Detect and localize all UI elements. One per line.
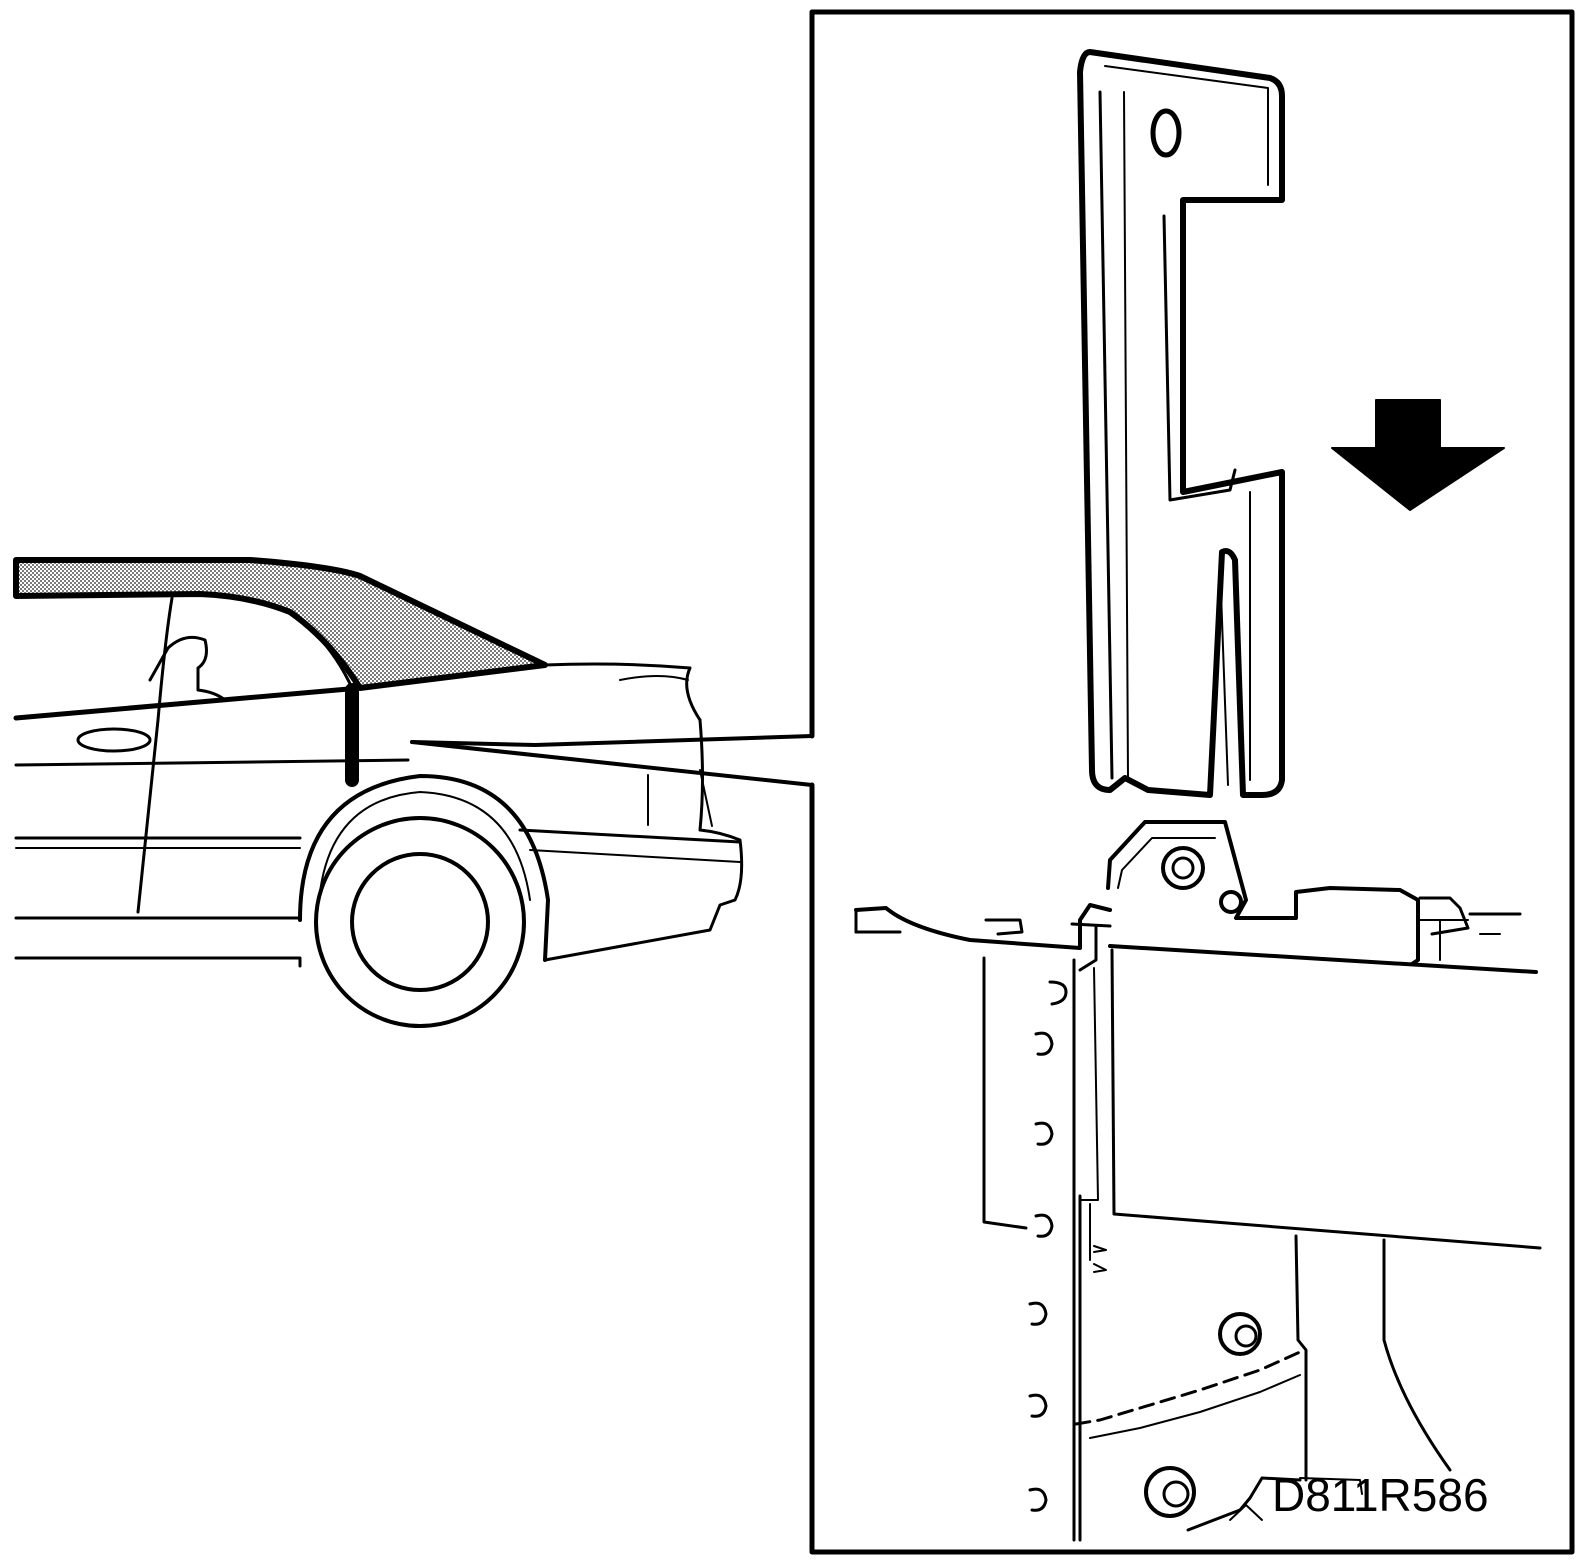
belt-line	[13, 685, 363, 721]
door-handle	[76, 727, 152, 753]
clip-row	[1028, 980, 1068, 1512]
hinge-bracket	[1106, 820, 1420, 966]
wheel-rim	[350, 852, 490, 992]
deck-surface	[854, 903, 1112, 950]
trunk-lid	[358, 662, 702, 722]
car-side-view	[13, 557, 814, 1028]
door-edge	[136, 596, 174, 914]
tool-hole	[1150, 108, 1182, 158]
panel-front	[1110, 948, 1542, 1250]
callout-lower	[410, 740, 814, 787]
lower-bolt-2	[1144, 1466, 1196, 1518]
detail-inset	[809, 9, 1575, 1555]
soft-top	[13, 557, 548, 691]
wheel-arch	[298, 774, 550, 962]
hinge-bolt	[1161, 846, 1205, 890]
arrow-down-icon	[1331, 399, 1505, 511]
lower-bolt-1	[1218, 1312, 1262, 1356]
side-window	[14, 592, 354, 720]
wheel	[314, 816, 526, 1028]
callout-upper	[410, 734, 814, 747]
inset-frame	[809, 9, 1575, 1555]
occupant	[148, 635, 227, 702]
gauge-tool	[1077, 49, 1285, 798]
figure-reference-code: D811R586	[1272, 1469, 1489, 1521]
